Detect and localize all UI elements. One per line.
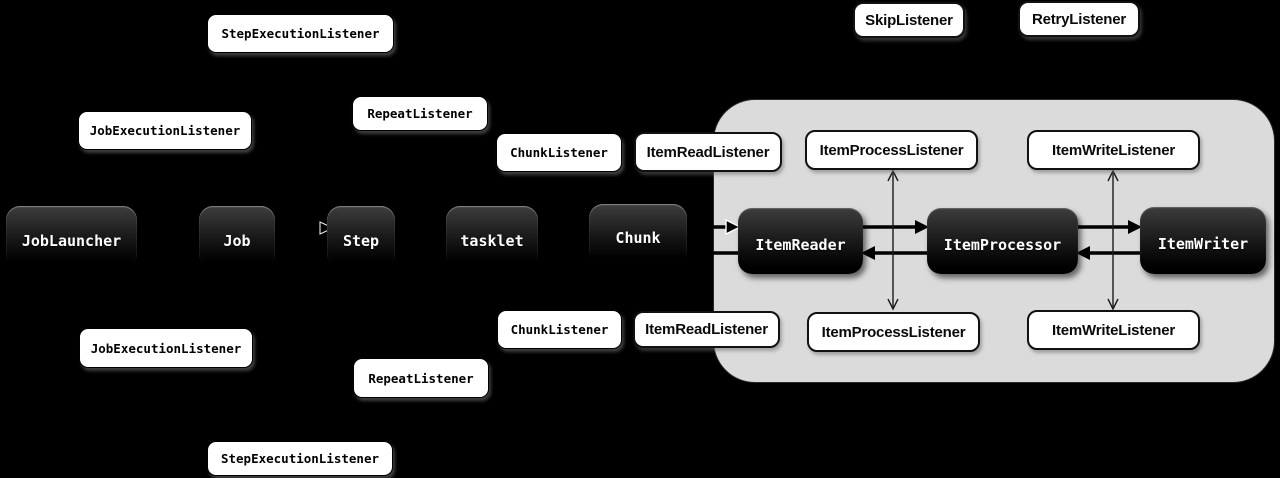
retry-listener-label: RetryListener <box>1031 10 1127 28</box>
retry-listener: RetryListener <box>1018 1 1140 37</box>
item-read-listener-bottom: ItemReadListener <box>633 311 780 348</box>
arrow-itemreader-return-to-chunk-head <box>684 246 698 260</box>
item-write-listener-top-label: ItemWriteListener <box>1051 141 1176 159</box>
tasklet-label: tasklet <box>460 231 524 250</box>
skip-listener: SkipListener <box>853 2 965 38</box>
job-launcher: JobLauncher <box>6 206 137 268</box>
chunk: Chunk <box>589 204 687 264</box>
job-launcher-label: JobLauncher <box>21 231 122 250</box>
chunk-listener-bottom: ChunkListener <box>497 310 622 349</box>
job-execution-listener-bottom: JobExecutionListener <box>79 328 253 368</box>
step-execution-listener-bottom-label: StepExecutionListener <box>220 451 380 466</box>
repeat-listener-bottom: RepeatListener <box>353 358 489 398</box>
item-write-listener-bottom-label: ItemWriteListener <box>1051 321 1176 339</box>
chunk-listener-top-label: ChunkListener <box>510 145 608 160</box>
item-process-listener-top: ItemProcessListener <box>805 130 978 170</box>
step-label: Step <box>342 231 380 250</box>
arrow-itemreader-to-itemprocessor-head <box>915 220 929 234</box>
arrow-itemwriter-to-itemprocessor-head <box>1076 246 1090 260</box>
item-process-listener-bottom-label: ItemProcessListener <box>821 323 966 341</box>
item-read-listener-top-label: ItemReadListener <box>646 143 770 161</box>
arrow-itemprocessor-to-itemreader-head <box>861 246 875 260</box>
link-item-write-listeners-up-arrowhead <box>1107 169 1119 182</box>
job-execution-listener-top-label: JobExecutionListener <box>89 123 241 138</box>
repeat-listener-bottom-label: RepeatListener <box>368 370 474 386</box>
item-read-listener-bottom-label: ItemReadListener <box>645 321 768 338</box>
item-process-listener-bottom: ItemProcessListener <box>807 312 980 352</box>
item-writer: ItemWriter <box>1140 207 1266 274</box>
job: Job <box>199 206 275 268</box>
item-write-listener-top: ItemWriteListener <box>1027 130 1200 170</box>
chunk-listener-bottom-label: ChunkListener <box>510 322 609 337</box>
item-reader-label: ItemReader <box>755 235 846 254</box>
item-writer-label: ItemWriter <box>1157 235 1249 253</box>
arrowhead-into-step <box>319 221 335 235</box>
link-item-process-listeners-up-arrowhead <box>887 169 899 182</box>
item-processor: ItemProcessor <box>927 208 1078 274</box>
repeat-listener-top-label: RepeatListener <box>367 106 473 121</box>
chunk-label: Chunk <box>615 228 661 247</box>
step-execution-listener-top: StepExecutionListener <box>207 14 394 53</box>
item-processor-label: ItemProcessor <box>943 235 1062 254</box>
skip-listener-label: SkipListener <box>865 11 953 29</box>
item-process-listener-top-label: ItemProcessListener <box>819 141 964 159</box>
arrow-chunk-to-itemreader-head <box>725 218 742 236</box>
item-write-listener-bottom: ItemWriteListener <box>1027 310 1200 350</box>
item-read-listener-top: ItemReadListener <box>634 132 782 172</box>
arrow-itemprocessor-to-itemwriter-head <box>1128 220 1142 234</box>
step: Step <box>327 206 395 268</box>
job-execution-listener-bottom-label: JobExecutionListener <box>90 340 242 356</box>
step-execution-listener-top-label: StepExecutionListener <box>221 26 380 41</box>
link-item-process-listeners-down-arrowhead <box>887 298 899 311</box>
tasklet: tasklet <box>446 206 538 268</box>
step-execution-listener-bottom: StepExecutionListener <box>207 441 393 476</box>
link-item-write-listeners-down-arrowhead <box>1107 298 1119 311</box>
chunk-listener-top: ChunkListener <box>496 133 622 172</box>
repeat-listener-top: RepeatListener <box>352 96 488 131</box>
job-label: Job <box>223 231 251 250</box>
item-reader: ItemReader <box>738 208 863 274</box>
job-execution-listener-top: JobExecutionListener <box>78 111 252 150</box>
